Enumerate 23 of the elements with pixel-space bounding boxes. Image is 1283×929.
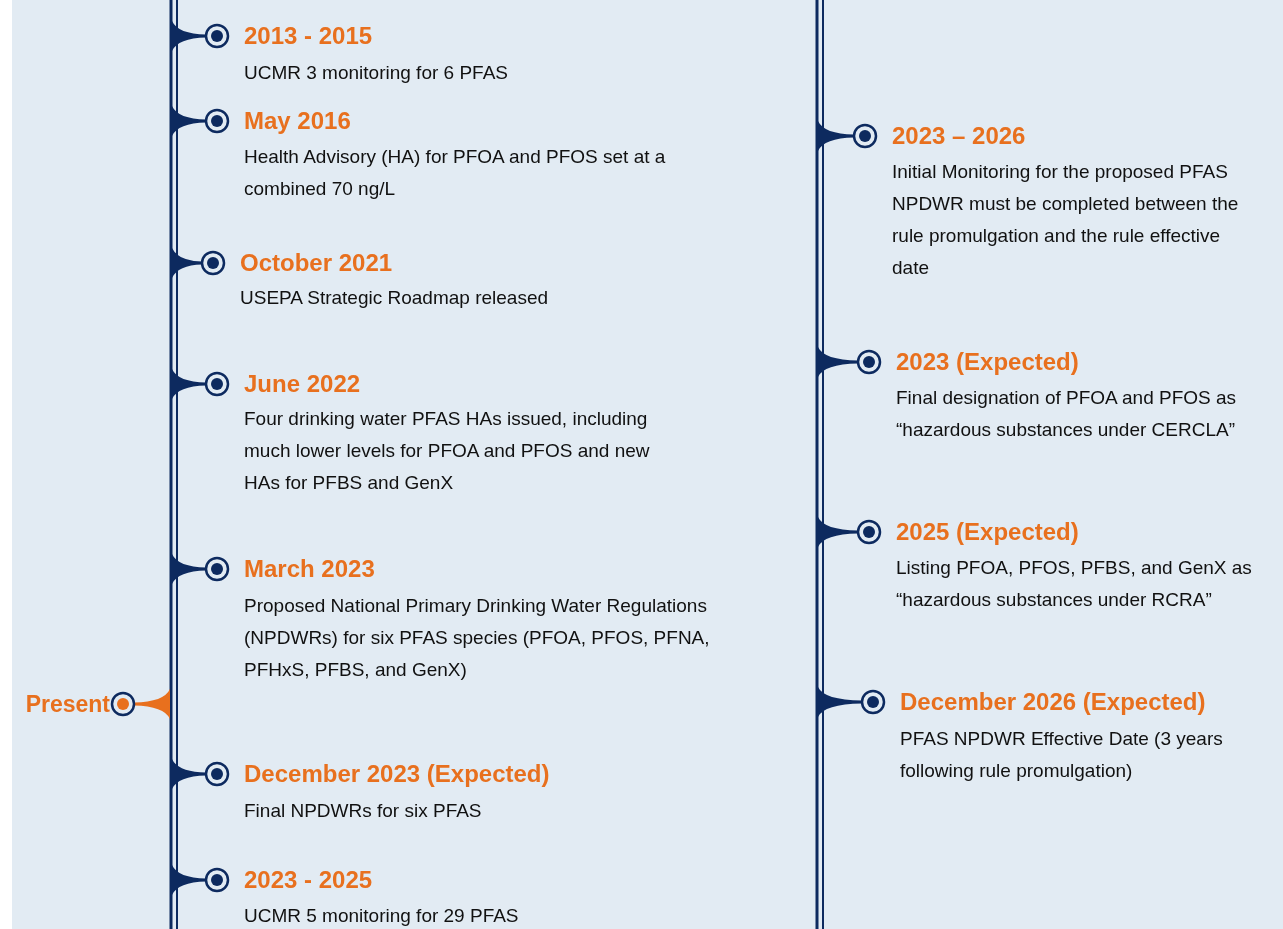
milestone-description: Final NPDWRs for six PFAS xyxy=(244,799,483,823)
milestone-description: Initial Monitoring for the proposed PFAS NPDWR must be completed between the rule promulgation and the rule effective date xyxy=(892,160,1240,280)
milestone-description: UCMR 3 monitoring for 6 PFAS xyxy=(244,61,509,85)
milestone-date: 2023 - 2025 xyxy=(244,865,374,895)
milestone-date: May 2016 xyxy=(244,106,352,136)
milestone-date: December 2023 (Expected) xyxy=(244,759,551,789)
milestone-date: March 2023 xyxy=(244,554,376,584)
milestone-description: Proposed National Primary Drinking Water Regulations (NPDWRs) for six PFAS species (PFOA, PFOS, PFNA, PFHxS, PFBS, and GenX) xyxy=(244,594,711,682)
milestone-date: December 2026 (Expected) xyxy=(900,687,1207,717)
milestone-description: UCMR 5 monitoring for 29 PFAS xyxy=(244,904,520,928)
milestone-date: 2023 – 2026 xyxy=(892,121,1027,151)
milestone-date: 2025 (Expected) xyxy=(896,517,1080,547)
milestone-description: Final designation of PFOA and PFOS as “hazardous substances under CERCLA” xyxy=(896,386,1238,442)
milestone-description: Four drinking water PFAS HAs issued, including much lower levels for PFOA and PFOS and new HAs for PFBS and GenX xyxy=(244,407,651,495)
milestone-date: 2023 (Expected) xyxy=(896,347,1080,377)
present-label: Present xyxy=(25,690,110,719)
milestone-description: Listing PFOA, PFOS, PFBS, and GenX as “hazardous substances under RCRA” xyxy=(896,556,1253,612)
milestone-description: USEPA Strategic Roadmap released xyxy=(240,286,550,310)
milestone-date: 2013 - 2015 xyxy=(244,21,374,51)
milestone-description: Health Advisory (HA) for PFOA and PFOS set at a combined 70 ng/L xyxy=(244,145,667,201)
milestone-description: PFAS NPDWR Effective Date (3 years following rule promulgation) xyxy=(900,727,1224,783)
milestone-date: June 2022 xyxy=(244,369,362,399)
milestone-date: October 2021 xyxy=(240,248,394,278)
